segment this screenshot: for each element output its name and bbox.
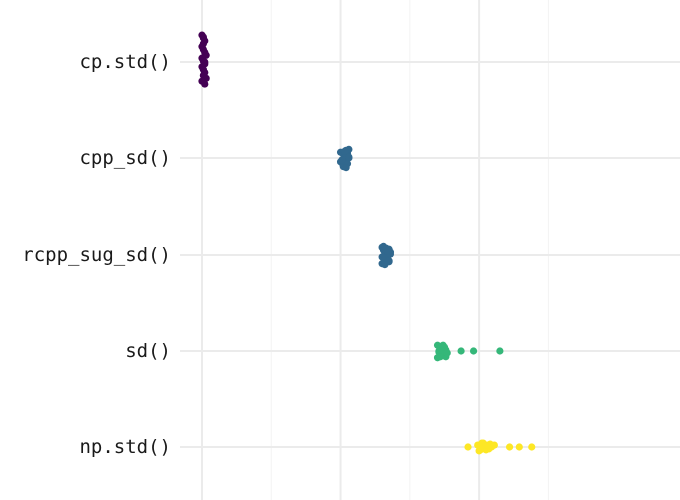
data-point: [201, 80, 209, 88]
data-point: [384, 247, 392, 255]
data-points: [198, 31, 536, 455]
data-point: [476, 446, 485, 454]
category-label: cpp_sd(): [79, 147, 171, 169]
grid-lines: [180, 0, 680, 500]
data-point: [201, 58, 209, 66]
category-label: np.std(): [79, 436, 171, 458]
data-point: [469, 347, 478, 355]
data-point: [464, 443, 472, 451]
data-point: [439, 341, 447, 349]
data-point: [342, 164, 350, 172]
data-point: [496, 347, 504, 355]
data-point: [515, 443, 523, 451]
category-label: sd(): [125, 340, 171, 362]
data-point: [436, 353, 444, 361]
category-labels: cp.std() cpp_sd() rcpp_sug_sd() sd() np.std(…: [22, 51, 171, 458]
data-point: [378, 253, 386, 261]
category-label: rcpp_sug_sd(): [22, 244, 171, 266]
data-point: [479, 439, 487, 447]
data-point: [338, 156, 346, 164]
data-point: [341, 147, 349, 155]
data-point: [381, 261, 389, 269]
data-point: [457, 347, 465, 355]
data-point: [505, 443, 514, 451]
data-point: [199, 33, 207, 41]
data-point: [528, 443, 536, 451]
data-point: [345, 153, 353, 161]
data-point: [443, 349, 451, 357]
category-label: cp.std(): [79, 51, 171, 73]
